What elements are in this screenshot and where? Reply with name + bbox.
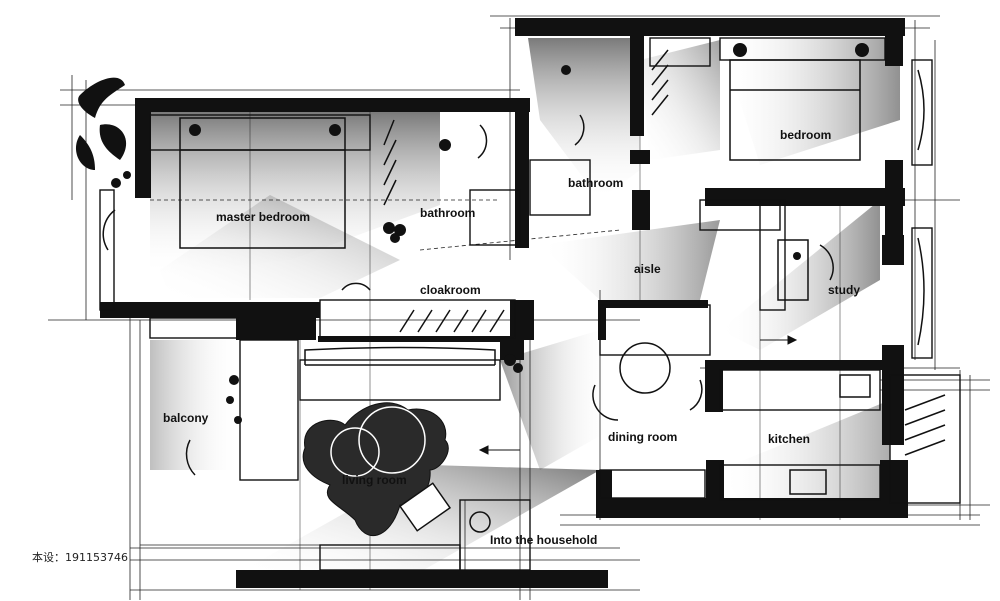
label-bathroom-right: bathroom	[568, 176, 624, 190]
label-cloakroom: cloakroom	[420, 283, 481, 297]
label-balcony: balcony	[163, 411, 209, 425]
door-swing	[574, 114, 585, 146]
living-room-rug	[302, 402, 452, 537]
label-kitchen: kitchen	[768, 432, 811, 446]
balcony-rack	[904, 394, 946, 456]
wall-outlines	[99, 37, 961, 571]
label-entrance: Into the household	[490, 533, 598, 547]
armchair	[398, 482, 452, 532]
door-swing	[185, 439, 196, 476]
coffee-table	[358, 406, 426, 474]
window	[917, 69, 925, 151]
door-swing	[102, 209, 116, 251]
plants	[75, 43, 869, 424]
label-dining-room: dining room	[608, 430, 678, 444]
door-swing	[819, 244, 834, 281]
door-swing	[689, 379, 703, 411]
door-swing	[341, 282, 371, 291]
direction-arrows	[478, 335, 798, 455]
stool	[469, 511, 491, 533]
window	[917, 237, 925, 346]
dining-table	[619, 342, 671, 394]
master-bed	[179, 117, 346, 249]
bedroom-bed	[729, 59, 861, 161]
label-aisle: aisle	[634, 262, 661, 276]
label-study: study	[828, 283, 861, 297]
credit-text: 本设：191153746	[32, 551, 128, 564]
furniture	[102, 49, 946, 533]
wardrobe-hangers	[383, 49, 669, 206]
door-swing	[477, 124, 488, 159]
sofa	[304, 346, 496, 365]
label-bedroom: bedroom	[780, 128, 832, 142]
cloakroom-hangers	[399, 309, 505, 333]
label-master-bedroom: master bedroom	[216, 210, 311, 224]
coffee-table	[330, 427, 380, 477]
label-living-room: living room	[342, 473, 407, 487]
shading	[150, 38, 900, 572]
door-swing	[592, 384, 619, 421]
walls	[100, 18, 908, 588]
label-bathroom-left: bathroom	[420, 206, 476, 220]
